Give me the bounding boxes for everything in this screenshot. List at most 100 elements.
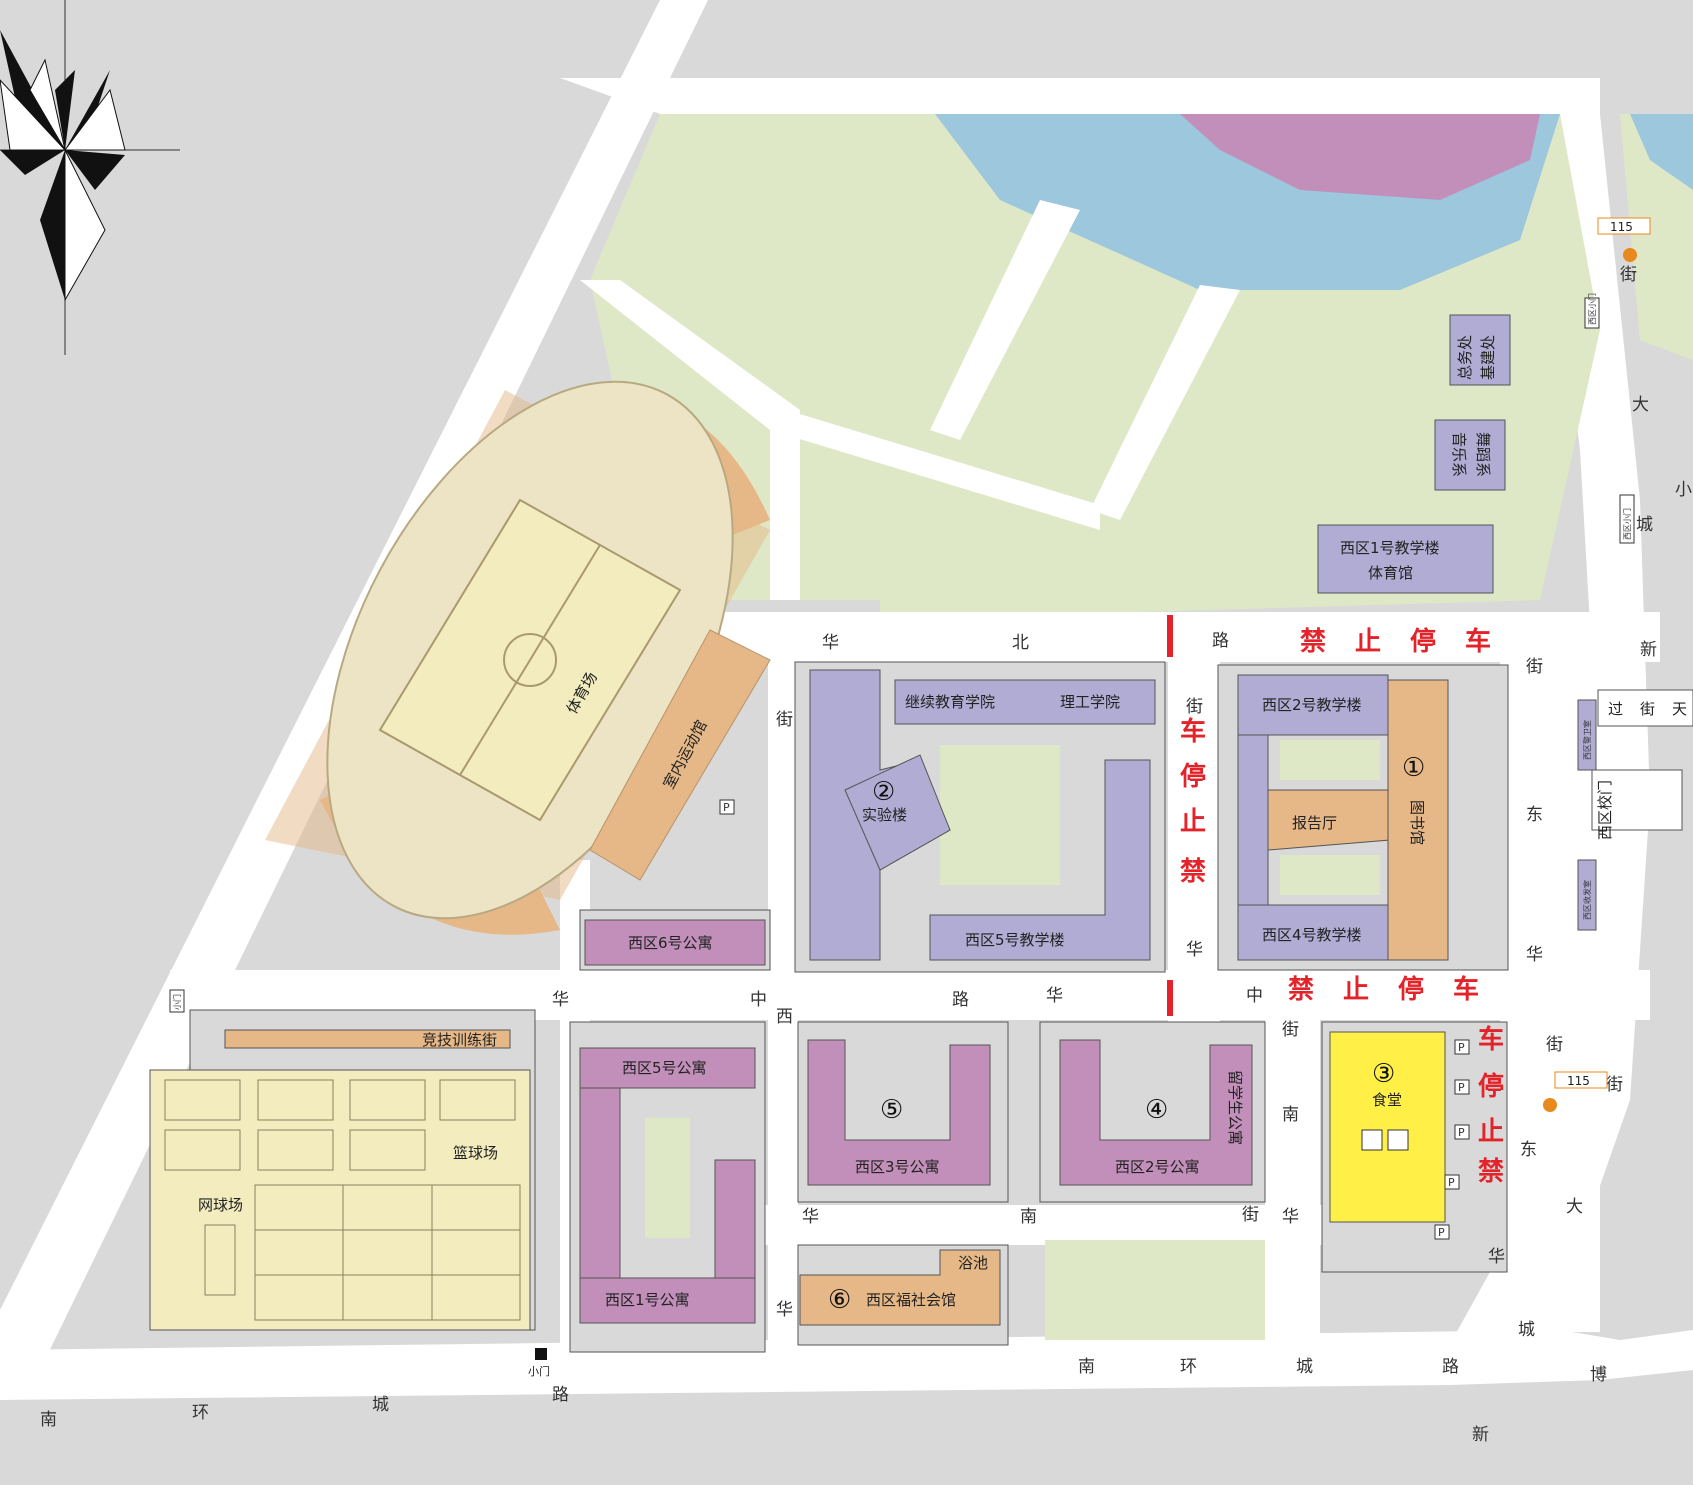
small-gate-west-label: 小门 (172, 994, 182, 1010)
parking-label-5: P (1438, 1226, 1445, 1239)
parking-sign-1 (1454, 1039, 1470, 1055)
no-parking-h1-3: 停 (1410, 626, 1436, 657)
west-main-gate-label: 西区校门 (1596, 780, 1614, 840)
road-nanjie-3: 华 (1282, 1207, 1299, 1227)
field-halfway-line (459, 544, 601, 776)
side-gate-1-icon (1619, 494, 1635, 544)
road-huazhong-1: 华 (552, 990, 569, 1010)
no-parking-bar-mid (1167, 980, 1173, 1016)
dorm3-label: 西区3号公寓 (855, 1158, 940, 1176)
marker-2: ② (872, 777, 895, 807)
bldg2-label: 西区2号教学楼 (1262, 696, 1362, 714)
road-huabei-3: 路 (1212, 631, 1229, 651)
no-parking-v2-4: 禁 (1478, 1157, 1504, 1187)
lake-island (1180, 114, 1540, 200)
road-nanhuan-1: 南 (40, 1410, 57, 1430)
tennis-court (204, 1224, 236, 1296)
hall-label: 报告厅 (1292, 814, 1337, 832)
small-gate-south-icon (535, 1348, 547, 1360)
bldg1-building (1317, 524, 1494, 594)
road-xincheng-7: 城 (1518, 1320, 1535, 1340)
library-label: 图书馆 (1408, 800, 1426, 845)
road-dongjie-3: 华 (1526, 945, 1543, 965)
basketball-courts (254, 1184, 521, 1321)
bldg1-label: 西区1号教学楼 (1340, 539, 1440, 557)
no-parking-h2-3: 停 (1398, 974, 1424, 1005)
parking-sign-4 (1444, 1174, 1460, 1190)
parking-label-2: P (1458, 1081, 1465, 1094)
xi-street-vertical (768, 612, 798, 1372)
road-nanjie-1: 街 (1282, 1020, 1299, 1040)
road-xincheng-8: 新 (1472, 1425, 1489, 1445)
gym-label: 体育馆 (1368, 564, 1413, 582)
road-dongjie-1: 街 (1526, 657, 1543, 677)
canteen-label: 食堂 (1372, 1091, 1402, 1109)
bldg4-building (1237, 904, 1389, 961)
dorm1-building (579, 1277, 756, 1324)
library-building (1387, 679, 1449, 961)
dorm2-label: 西区2号公寓 (1115, 1158, 1200, 1176)
music-dance-building (1434, 419, 1506, 491)
no-parking-v1-4: 车 (1180, 716, 1206, 747)
road-dongjie-4: 街 (1546, 1035, 1563, 1055)
road-huazhong-4: 华 (1046, 986, 1063, 1006)
bldg5-label: 西区5号教学楼 (965, 931, 1065, 949)
road-hz-v1: 街 (1186, 697, 1203, 717)
no-parking-v2-3: 止 (1478, 1117, 1504, 1147)
road-nanhuan-8: 路 (1442, 1357, 1459, 1377)
no-parking-h2-2: 止 (1343, 975, 1369, 1005)
side-gate-1-label: 西区小门 (1622, 508, 1632, 540)
welfare-label: 西区福社会馆 (866, 1291, 956, 1309)
road-xincheng-4: 新 (1640, 640, 1657, 660)
small-gate-south-label: 小门 (528, 1364, 550, 1378)
dorm3-building (807, 1039, 991, 1186)
bus-route-mid-label: 115 (1567, 1074, 1590, 1088)
road-huabei-2: 北 (1012, 633, 1029, 653)
indoor-sports-hall (589, 629, 771, 881)
court-1 (164, 1079, 241, 1121)
no-parking-h1-1: 禁 (1300, 627, 1326, 657)
dorm5-building (579, 1047, 756, 1089)
road-xincheng-1: 街 (1620, 265, 1637, 285)
no-parking-h2-1: 禁 (1288, 975, 1314, 1005)
infra-label: 基建处 (1479, 335, 1497, 380)
guard-room-1-label: 西区警卫室 (1582, 720, 1592, 760)
training-street-label: 竞技训练街 (422, 1031, 497, 1049)
shop-icon (1361, 1129, 1383, 1151)
side-gate-2-icon (1584, 297, 1600, 329)
canteen-building (1329, 1031, 1446, 1223)
road-nanhuan-7: 城 (1296, 1357, 1313, 1377)
road-bo: 博 (1590, 1365, 1607, 1385)
road-nanhuan-4: 路 (552, 1385, 569, 1405)
parking-sign-stadium (719, 799, 735, 815)
no-parking-h1-4: 车 (1465, 626, 1491, 657)
court-5 (164, 1129, 241, 1171)
overpass-1: 过 (1608, 700, 1623, 718)
bus-stop-icon-mid (1543, 1098, 1557, 1112)
road-xi-2: 街 (776, 710, 793, 730)
marker-5: ⑤ (880, 1095, 903, 1125)
road-xincheng-6: 大 (1566, 1197, 1583, 1217)
compass-rose-icon (0, 0, 180, 355)
dance-label: 舞蹈系 (1474, 432, 1492, 477)
no-parking-v1-2: 止 (1180, 807, 1206, 837)
road-nanhuan-5: 南 (1078, 1357, 1095, 1377)
dorm5-label: 西区5号公寓 (622, 1059, 707, 1077)
south-garden (1045, 1240, 1265, 1340)
road-huazhong-2: 中 (750, 990, 767, 1010)
parking-sign-3 (1454, 1124, 1470, 1140)
restaurant-icon (1387, 1129, 1409, 1151)
bldg4-label: 西区4号教学楼 (1262, 926, 1362, 944)
west-main-gate (1591, 769, 1683, 831)
bus-route-mid (1554, 1071, 1608, 1089)
lab-label: 实验楼 (862, 806, 907, 824)
road-huazhong-3: 路 (952, 990, 969, 1010)
north-road (560, 78, 1600, 114)
court-3 (349, 1079, 426, 1121)
parking-sign-2 (1454, 1079, 1470, 1095)
court-7 (349, 1129, 426, 1171)
no-parking-v2-2: 停 (1478, 1071, 1504, 1102)
court-4 (439, 1079, 516, 1121)
road-huanan-2: 南 (1020, 1207, 1037, 1227)
road-dongjie-2: 东 (1526, 805, 1543, 825)
